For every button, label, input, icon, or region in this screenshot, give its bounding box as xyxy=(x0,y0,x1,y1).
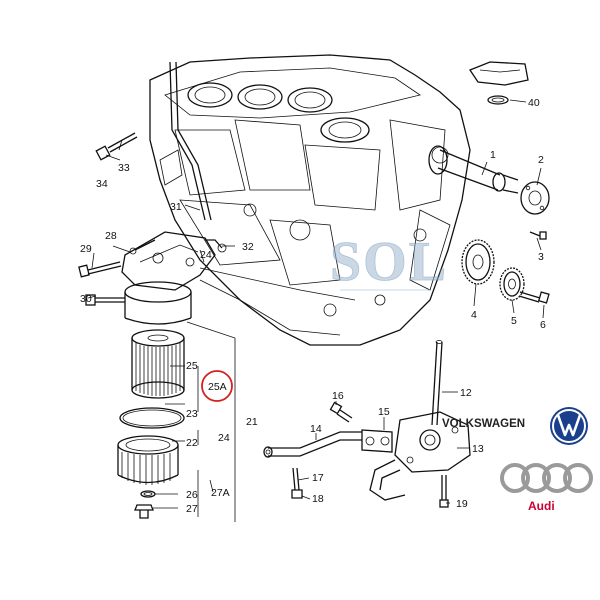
callout-labels: 1 2 3 4 5 6 12 13 14 15 16 17 18 19 21 2… xyxy=(80,97,546,515)
callout-31: 31 xyxy=(170,201,182,213)
callout-13: 13 xyxy=(472,443,484,455)
callout-34: 34 xyxy=(96,178,108,190)
callout-24b: 24 xyxy=(218,432,230,444)
callout-32: 32 xyxy=(242,241,254,253)
bolt-29 xyxy=(78,261,122,278)
callout-14: 14 xyxy=(310,423,322,435)
sprocket-4 xyxy=(461,239,495,285)
seal-and-plug xyxy=(134,490,156,519)
volkswagen-logo xyxy=(550,407,588,445)
callout-27a: 27A xyxy=(211,487,230,499)
bolt-3 xyxy=(529,231,547,240)
flange-2 xyxy=(520,181,550,215)
callout-30: 30 xyxy=(80,293,92,305)
filter-element xyxy=(131,329,185,399)
callout-12: 12 xyxy=(460,387,472,399)
callout-4: 4 xyxy=(471,309,477,321)
filter-cap xyxy=(117,435,179,485)
callout-24a: 24 xyxy=(200,249,212,261)
shaft-1 xyxy=(428,145,519,194)
sprocket-5 xyxy=(499,267,525,301)
callout-40: 40 xyxy=(528,97,540,109)
callout-2: 2 xyxy=(538,154,544,166)
bolt-33-34 xyxy=(95,132,138,161)
callout-15: 15 xyxy=(378,406,390,418)
bracket-40 xyxy=(469,61,529,105)
engine-block xyxy=(149,54,471,346)
callout-22: 22 xyxy=(186,437,198,449)
callout-26: 26 xyxy=(186,489,198,501)
leader-lines xyxy=(87,99,545,522)
volkswagen-wordmark: VOLKSWAGEN xyxy=(442,418,526,430)
callout-21: 21 xyxy=(246,416,258,428)
highlight-circle xyxy=(201,370,233,402)
callout-29: 29 xyxy=(80,243,92,255)
callout-18: 18 xyxy=(312,493,324,505)
callout-1: 1 xyxy=(490,149,496,161)
callout-28: 28 xyxy=(105,230,117,242)
callout-19: 19 xyxy=(456,498,468,510)
callout-33: 33 xyxy=(118,162,130,174)
oil-pump xyxy=(263,340,471,508)
bolt-30 xyxy=(85,294,125,306)
callout-23: 23 xyxy=(186,408,198,420)
watermark-text: SOL xyxy=(330,231,448,293)
callout-16: 16 xyxy=(332,390,344,402)
callout-6: 6 xyxy=(540,319,546,331)
bolt-6 xyxy=(518,291,550,304)
callout-5: 5 xyxy=(511,315,517,327)
o-ring xyxy=(119,407,185,429)
callout-25: 25 xyxy=(186,360,198,372)
audi-logo xyxy=(500,463,593,493)
callout-25a: 25A xyxy=(208,381,227,393)
watermark: SOL xyxy=(330,231,448,294)
audi-wordmark: Audi xyxy=(528,499,555,513)
callout-17: 17 xyxy=(312,472,324,484)
callout-3: 3 xyxy=(538,251,544,263)
filter-bracket xyxy=(121,231,356,325)
bolt-28 xyxy=(129,239,156,255)
callout-27: 27 xyxy=(186,503,198,515)
